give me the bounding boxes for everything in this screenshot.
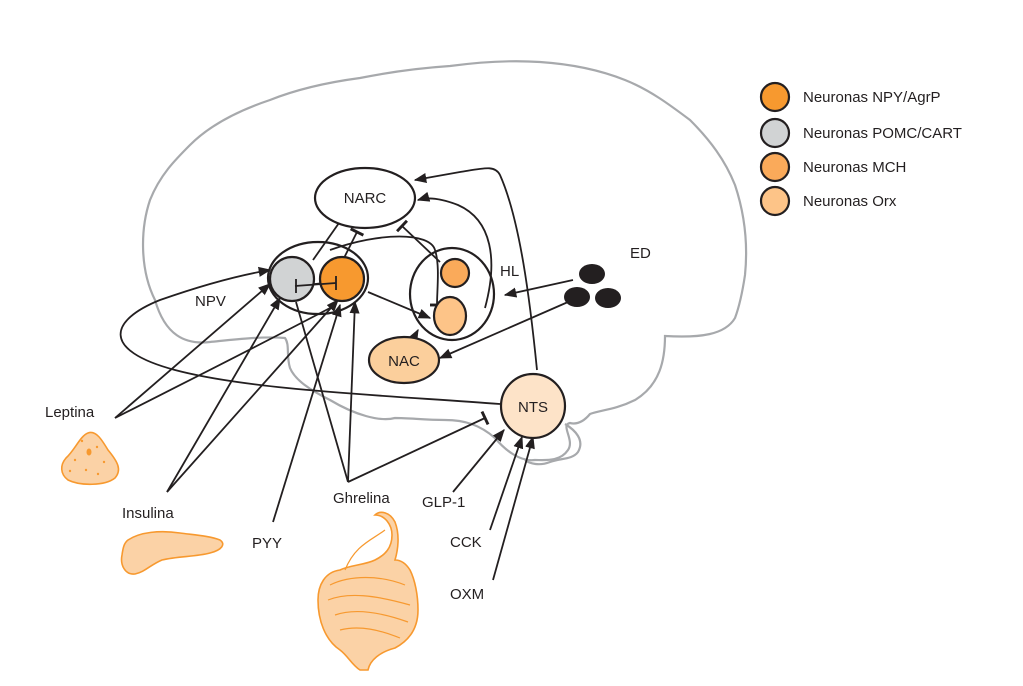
oxm-label: OXM: [450, 586, 484, 603]
hl-node: [408, 246, 496, 342]
brainstem-outline: [524, 423, 582, 466]
insulina-label: Insulina: [122, 505, 174, 522]
legend-item-pomc-cart: Neuronas POMC/CART: [759, 117, 962, 149]
narc-node: NARC: [313, 166, 417, 230]
ghrelina-label: Ghrelina: [333, 490, 390, 507]
nts-node: NTS: [499, 372, 567, 440]
mch-neuron: [439, 257, 471, 289]
pancreas-icon: [120, 530, 224, 575]
nts-label: NTS: [518, 399, 548, 416]
legend-label: Neuronas Orx: [803, 193, 897, 210]
nac-node: NAC: [367, 335, 441, 385]
nac-label: NAC: [388, 353, 420, 370]
pomc-cart-neuron: [268, 255, 316, 303]
adipose-tissue-icon: [60, 431, 120, 486]
legend: Neuronas NPY/AgrP Neuronas POMC/CART Neu…: [759, 81, 962, 217]
narc-label: NARC: [344, 190, 387, 207]
cck-label: CCK: [450, 534, 482, 551]
legend-item-orx: Neuronas Orx: [759, 185, 897, 217]
hl-label: HL: [500, 263, 519, 280]
legend-label: Neuronas NPY/AgrP: [803, 89, 941, 106]
legend-label: Neuronas POMC/CART: [803, 125, 962, 142]
legend-item-mch: Neuronas MCH: [759, 151, 906, 183]
legend-label: Neuronas MCH: [803, 159, 906, 176]
gastrointestinal-tract-icon: [317, 511, 419, 671]
pyy-label: PYY: [252, 535, 282, 552]
legend-item-npy-agrp: Neuronas NPY/AgrP: [759, 81, 941, 113]
orx-neuron: [432, 295, 468, 337]
brain-outline: [141, 60, 748, 462]
glp1-label: GLP-1: [422, 494, 465, 511]
ed-node: [564, 264, 621, 308]
npy-agrp-neuron: [318, 255, 366, 303]
ed-label: ED: [630, 245, 651, 262]
npv-label: NPV: [195, 293, 226, 310]
leptina-label: Leptina: [45, 404, 95, 421]
npv-node: [266, 240, 370, 316]
